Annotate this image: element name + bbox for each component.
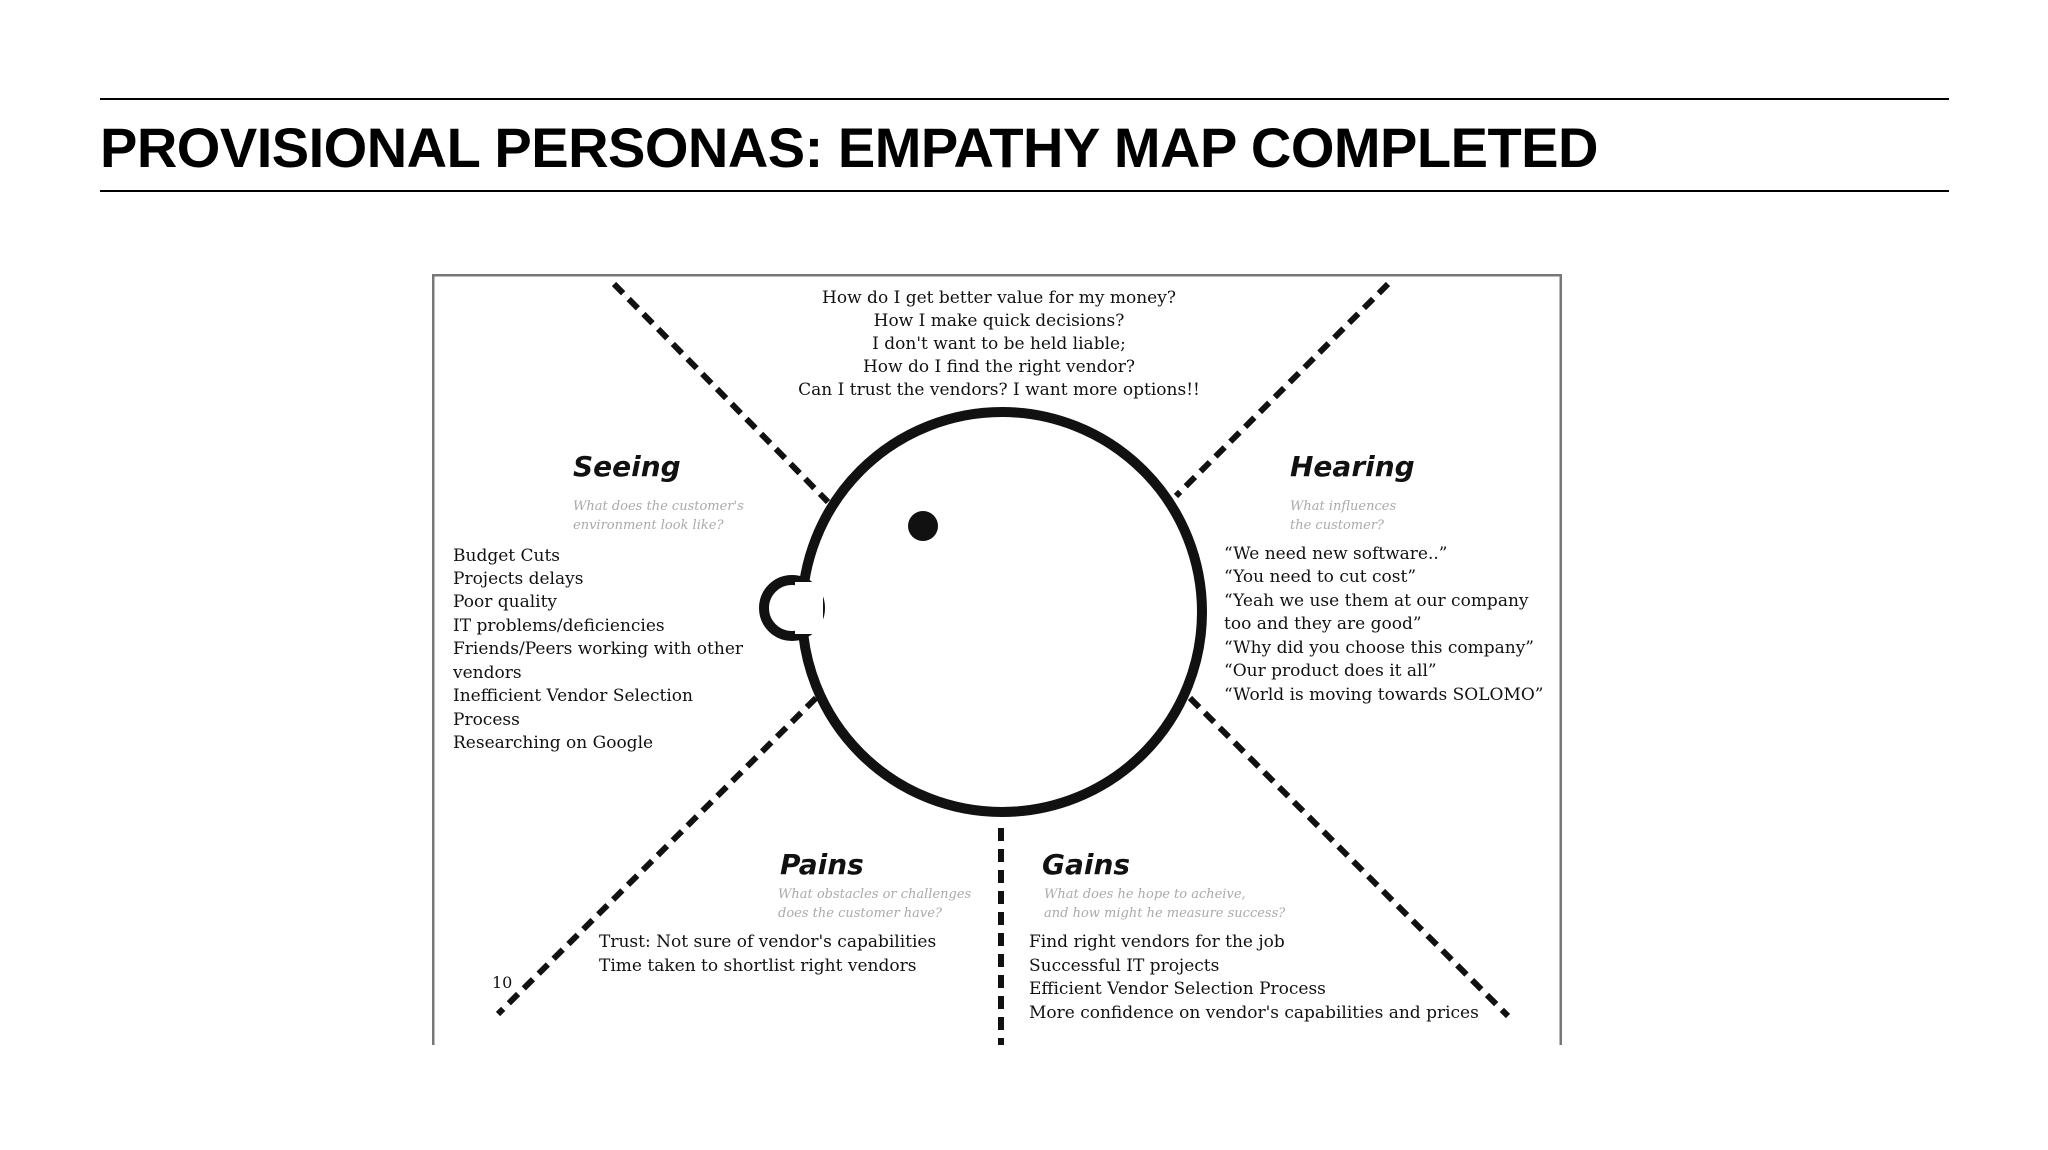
title-rule-bottom <box>100 190 1949 192</box>
seeing-item: Inefficient Vendor Selection <box>453 686 693 706</box>
gains-item: Successful IT projects <box>1029 956 1219 976</box>
thinking-line: How do I find the right vendor? <box>863 357 1135 377</box>
gains-prompt: and how might he measure success? <box>1044 906 1286 921</box>
title-rule-top <box>100 98 1949 100</box>
empathy-map-diagram: How do I get better value for my money? … <box>432 274 1562 1045</box>
pains-item: Time taken to shortlist right vendors <box>599 956 916 976</box>
hearing-item: “Yeah we use them at our company <box>1224 591 1529 611</box>
divider-top-left <box>611 281 831 505</box>
pains-prompt: does the customer have? <box>778 906 943 921</box>
empathy-map-image: How do I get better value for my money? … <box>432 274 1562 1045</box>
seeing-prompt: What does the customer's <box>573 499 744 514</box>
head-circle <box>797 407 1207 817</box>
frame-border <box>432 274 1562 1045</box>
seeing-prompt: environment look like? <box>573 518 724 533</box>
pains-heading: Pains <box>780 848 864 881</box>
thinking-line: How I make quick decisions? <box>874 311 1125 331</box>
hearing-item: “You need to cut cost” <box>1224 567 1416 587</box>
hearing-prompt: What influences <box>1290 499 1396 514</box>
divider-bottom-left <box>495 695 819 1017</box>
gains-heading: Gains <box>1042 848 1130 881</box>
gains-item: Find right vendors for the job <box>1029 932 1285 952</box>
eye <box>908 511 938 541</box>
seeing-item: IT problems/deficiencies <box>453 616 665 636</box>
seeing-item: Budget Cuts <box>453 546 560 566</box>
thinking-line: Can I trust the vendors? I want more opt… <box>798 380 1200 400</box>
divider-bottom-right <box>1187 695 1511 1019</box>
seeing-item: vendors <box>452 663 522 683</box>
seeing-item: Poor quality <box>453 592 557 612</box>
seeing-item: Friends/Peers working with other <box>453 639 744 659</box>
gains-item: Efficient Vendor Selection Process <box>1029 979 1326 999</box>
slide-title: PROVISIONAL PERSONAS: EMPATHY MAP COMPLE… <box>100 116 1598 179</box>
seeing-item: Projects delays <box>453 569 583 589</box>
hearing-item: “Our product does it all” <box>1224 661 1437 681</box>
page-number: 10 <box>492 973 512 992</box>
hearing-item: “Why did you choose this company” <box>1224 638 1534 658</box>
seeing-item: Process <box>453 710 520 730</box>
pains-prompt: What obstacles or challenges <box>778 887 972 902</box>
hearing-item: “World is moving towards SOLOMO” <box>1224 685 1544 705</box>
gains-prompt: What does he hope to acheive, <box>1044 887 1246 902</box>
divider-top-right <box>1173 281 1391 499</box>
hearing-heading: Hearing <box>1290 450 1415 483</box>
seeing-heading: Seeing <box>573 450 681 483</box>
thinking-line: I don't want to be held liable; <box>872 334 1126 354</box>
hearing-item: “We need new software..” <box>1224 544 1448 564</box>
hearing-item: too and they are good” <box>1224 614 1422 634</box>
gains-item: More confidence on vendor's capabilities… <box>1029 1003 1479 1023</box>
hearing-prompt: the customer? <box>1290 518 1385 533</box>
pains-item: Trust: Not sure of vendor's capabilities <box>599 932 936 952</box>
thinking-line: How do I get better value for my money? <box>822 288 1176 308</box>
seeing-item: Researching on Google <box>453 733 653 753</box>
ear-hole <box>777 595 803 621</box>
